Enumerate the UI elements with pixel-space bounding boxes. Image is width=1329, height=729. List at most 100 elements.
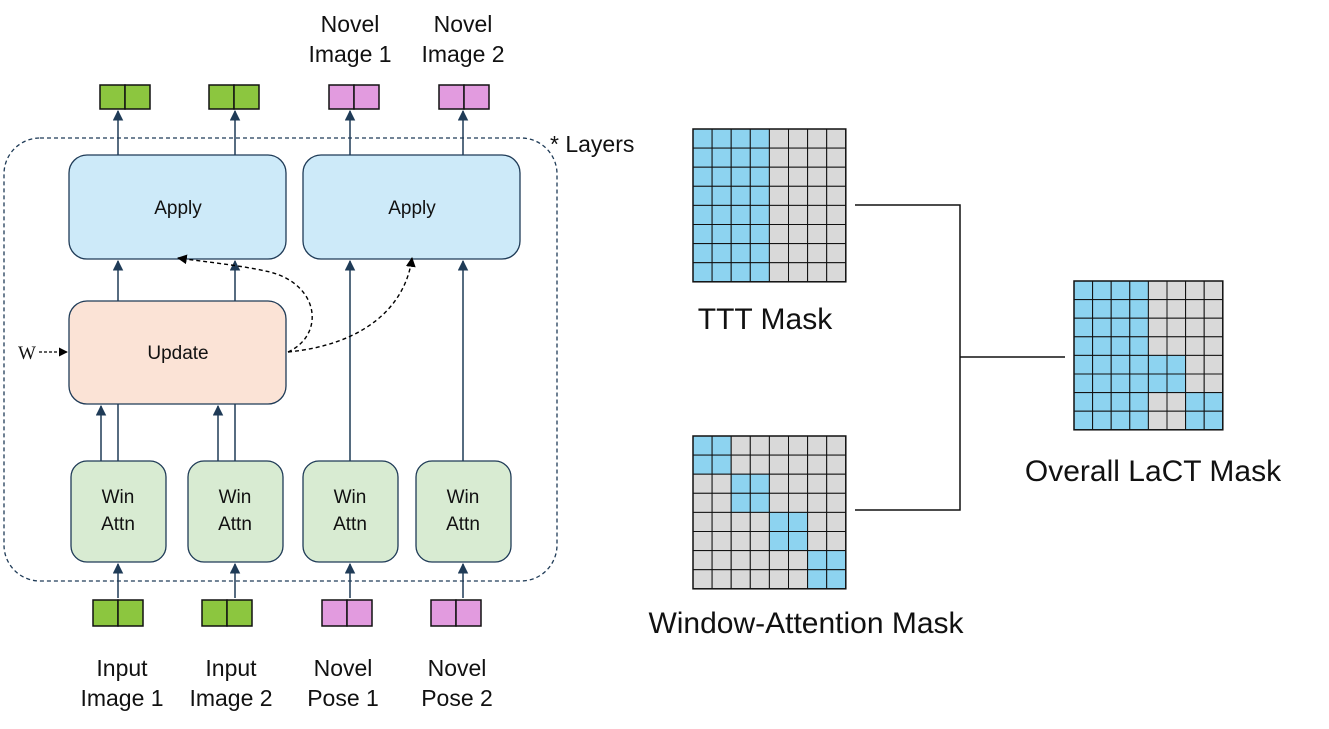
mask-cell (788, 531, 809, 552)
mask-cell (692, 473, 713, 494)
mask-cell (1092, 373, 1112, 394)
mask-cell (807, 531, 828, 552)
mask-cell (768, 511, 790, 533)
mask-cell (1129, 280, 1149, 301)
mask-cell (788, 147, 809, 168)
mask-cell (807, 262, 828, 283)
mask-cell (1185, 336, 1205, 356)
novel-pose-2-line2: Pose 2 (421, 685, 493, 711)
mask-cell (768, 531, 790, 552)
mask-cell (1203, 373, 1224, 394)
mask-cell (711, 185, 732, 206)
mask-cell (826, 224, 847, 245)
mask-cell (1185, 280, 1205, 301)
mask-cell (730, 147, 751, 168)
mask-cell (711, 473, 732, 494)
mask-border (692, 435, 847, 590)
mask-cell (768, 224, 790, 245)
weight-arrow-left (177, 254, 313, 353)
mask-cell (1147, 280, 1168, 301)
mask-cell (711, 531, 732, 552)
win-attn-box-1: Win Attn (70, 460, 167, 563)
mask-cell (1203, 299, 1224, 319)
mask-cell (1129, 354, 1149, 375)
mask-cell (1203, 392, 1224, 412)
mask-cell (807, 147, 828, 168)
win-attn-box-3: Win Attn (302, 460, 399, 563)
mask-cell (1185, 299, 1205, 319)
mask-cell (788, 511, 809, 533)
mask-cell (749, 435, 770, 456)
mask-cell (1073, 299, 1094, 319)
mask-cell (1166, 392, 1187, 412)
novel-image-2-line1: Novel (434, 11, 493, 37)
mask-cell (692, 492, 713, 513)
win-attn-2-line2: Attn (218, 514, 252, 535)
mask-cell (730, 492, 751, 513)
win-attn-1-line1: Win (102, 487, 135, 508)
mask-cell (730, 128, 751, 149)
mask-cell (1073, 410, 1094, 431)
mask-cell (1092, 317, 1112, 338)
novel-image-2-line2: Image 2 (421, 41, 504, 67)
mask-cell (788, 454, 809, 475)
mask-cell (692, 185, 713, 206)
win-attn-4-line2: Attn (446, 514, 480, 535)
mask-cell (768, 550, 790, 571)
mask-cell (730, 454, 751, 475)
mask-cell (749, 473, 770, 494)
mask-cell (711, 435, 732, 456)
mask-cell (768, 492, 790, 513)
mask-cell (711, 262, 732, 283)
mask-cell (826, 550, 847, 571)
mask-cell (807, 454, 828, 475)
mask-cell (826, 204, 847, 225)
input-image-2-line2: Image 2 (189, 685, 272, 711)
mask-cell (692, 147, 713, 168)
mask-cell (711, 128, 732, 149)
mask-cell (1203, 317, 1224, 338)
mask-cell (1147, 317, 1168, 338)
input-token-2 (201, 599, 253, 627)
window-attention-mask-label: Window-Attention Mask (648, 607, 964, 640)
mask-cell (730, 166, 751, 187)
mask-cell (788, 435, 809, 456)
mask-cell (1092, 280, 1112, 301)
win-attn-2-line1: Win (219, 487, 252, 508)
mask-cell (692, 569, 713, 590)
mask-cell (788, 204, 809, 225)
mask-cell (711, 492, 732, 513)
mask-cell (730, 531, 751, 552)
mask-cell (768, 166, 790, 187)
win-attn-3-line2: Attn (333, 514, 367, 535)
ttt-mask-label: TTT Mask (698, 303, 833, 336)
mask-cell (711, 166, 732, 187)
mask-cell (1092, 392, 1112, 412)
mask-cell (1166, 373, 1187, 394)
mask-cell (826, 166, 847, 187)
novel-to-apply-arrows (344, 259, 469, 461)
mask-cell (692, 204, 713, 225)
mask-cell (749, 204, 770, 225)
update-box (68, 300, 287, 405)
mask-cell (730, 473, 751, 494)
mask-cell (788, 569, 809, 590)
output-token-3 (328, 84, 380, 110)
mask-cell (692, 454, 713, 475)
mask-cell (1129, 410, 1149, 431)
novel-image-1-line2: Image 1 (308, 41, 391, 67)
mask-cell (826, 569, 847, 590)
mask-cell (807, 128, 828, 149)
mask-cell (1110, 299, 1131, 319)
mask-cell (826, 147, 847, 168)
mask-cell (692, 224, 713, 245)
mask-cell (730, 204, 751, 225)
mask-cell (788, 550, 809, 571)
mask-cell (826, 531, 847, 552)
ttt-mask-grid (692, 128, 847, 283)
mask-cell (711, 569, 732, 590)
mask-cell (711, 204, 732, 225)
mask-cell (1110, 392, 1131, 412)
mask-cell (1166, 299, 1187, 319)
mask-cell (1129, 392, 1149, 412)
